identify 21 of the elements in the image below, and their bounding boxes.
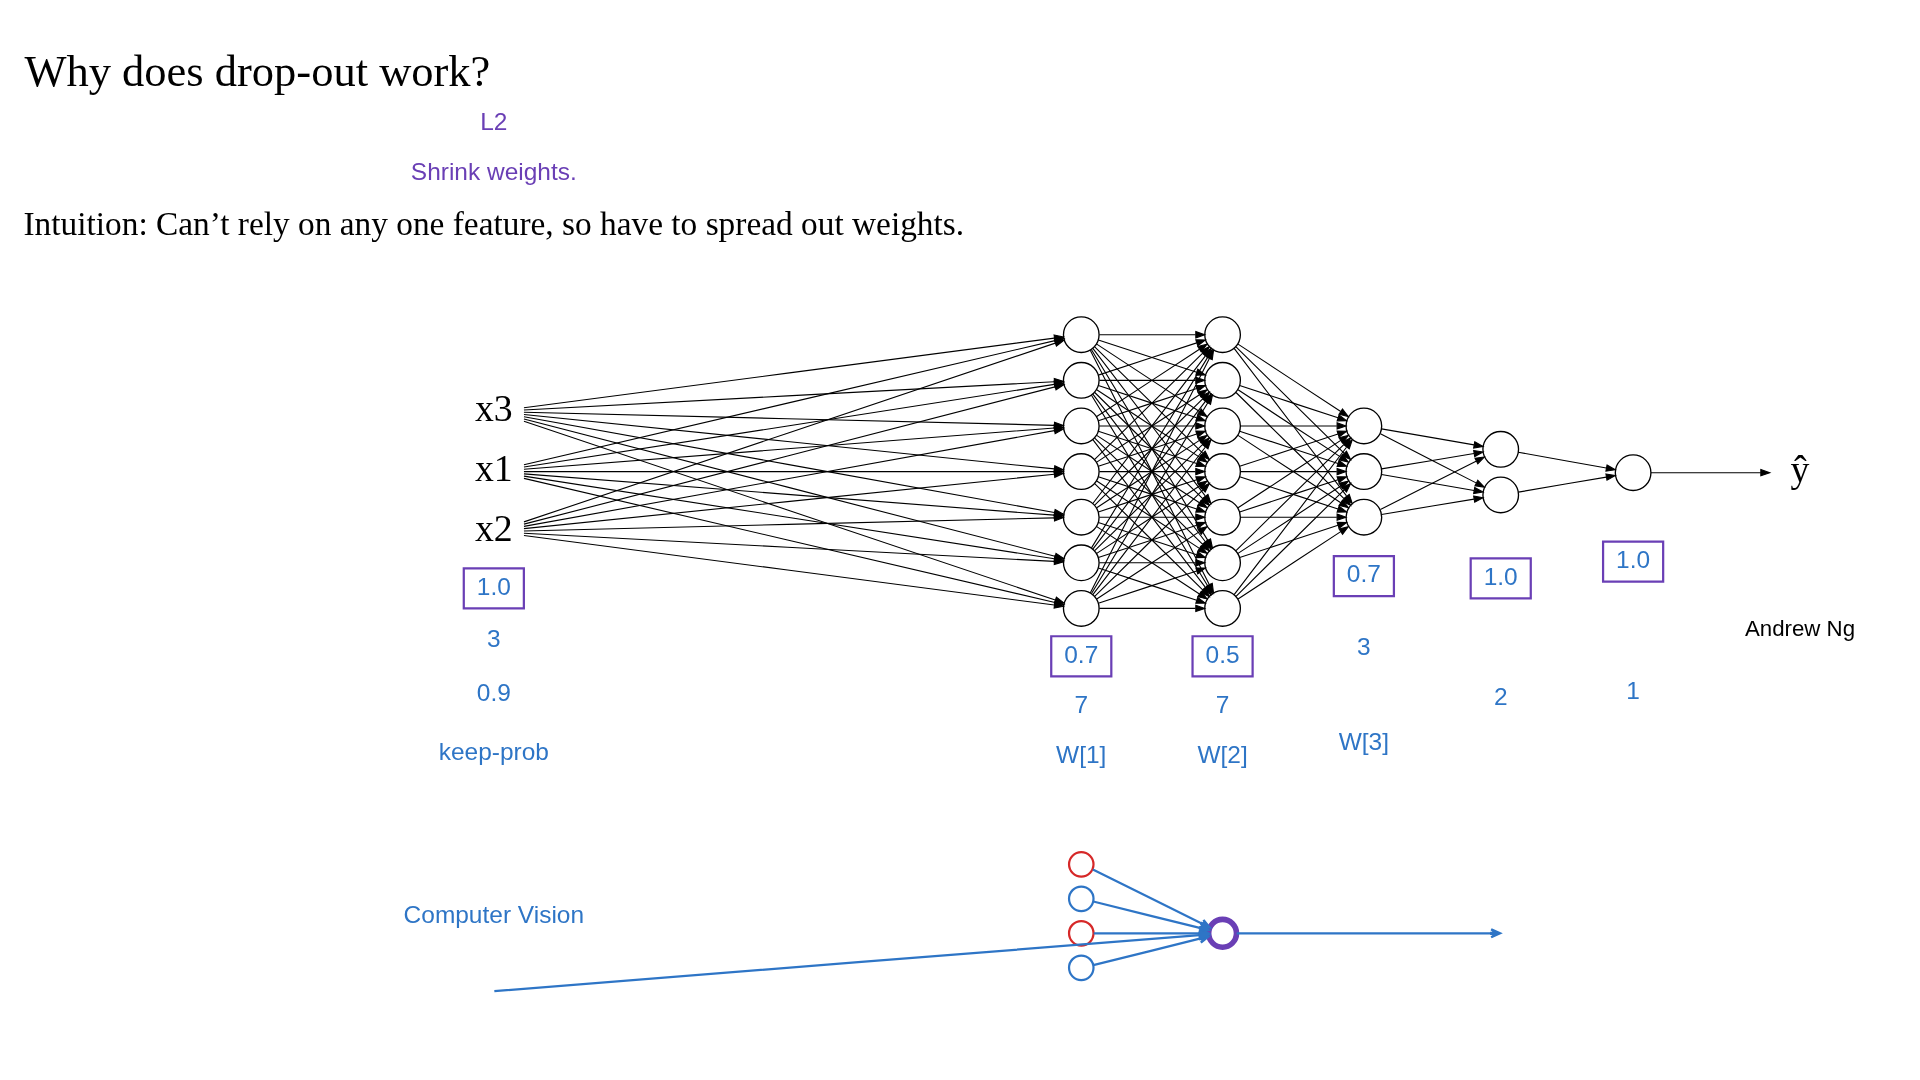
label: Computer Vision bbox=[403, 900, 585, 928]
node-text: x2 bbox=[474, 507, 513, 550]
label: Shrink weights. bbox=[410, 157, 577, 185]
label: 1 bbox=[1626, 677, 1640, 705]
label: W[1] bbox=[1056, 740, 1107, 768]
node-text: x1 bbox=[474, 447, 513, 490]
label: keep-prob bbox=[438, 738, 549, 766]
label: 2 bbox=[1493, 682, 1508, 710]
label: Andrew Ng bbox=[1744, 616, 1856, 642]
label: Intuition: Can’t rely on any one feature, so have to spread out weights. bbox=[23, 205, 965, 243]
node-text: ŷ bbox=[1790, 448, 1810, 491]
diagram-title: Why does drop-out work? bbox=[24, 45, 491, 96]
label: W[2] bbox=[1197, 740, 1248, 768]
label: 0.9 bbox=[476, 679, 511, 707]
label: 7 bbox=[1074, 690, 1089, 718]
node-text: x3 bbox=[474, 387, 513, 430]
label: W[3] bbox=[1338, 728, 1390, 756]
label: L2 bbox=[480, 107, 508, 135]
label: 7 bbox=[1215, 690, 1230, 718]
label: 3 bbox=[487, 624, 501, 652]
label: 3 bbox=[1357, 632, 1371, 660]
